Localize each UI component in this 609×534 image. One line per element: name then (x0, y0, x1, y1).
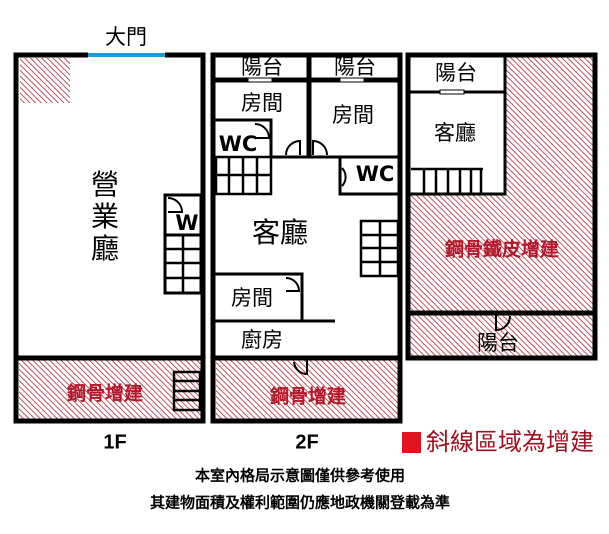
room-lower-label: 房間 (231, 286, 273, 310)
stairs (411, 167, 483, 194)
extension-label: 鋼骨鐵皮增建 (444, 238, 559, 261)
living-room-label: 客廳 (252, 216, 308, 249)
main-hall-label-3: 廳 (91, 232, 119, 265)
room-right-label: 房間 (332, 103, 374, 127)
legend-swatch (402, 432, 421, 453)
door-icon (254, 123, 271, 139)
door-icon (285, 277, 301, 292)
floor-label-1f: 1F (103, 431, 126, 453)
stairs (214, 155, 400, 278)
wc-label: W (175, 211, 198, 235)
extension-label: 鋼骨增建 (66, 382, 143, 405)
main-hall-label-2: 業 (91, 200, 119, 233)
door-icon (341, 167, 347, 187)
kitchen-label: 廚房 (241, 328, 283, 352)
main-hall-label-1: 營 (91, 168, 119, 201)
wc-right-label: WC (356, 162, 395, 186)
wc-left-label: WC (219, 132, 258, 156)
floor-3: 陽台 客廳 鋼骨鐵皮增建 陽台 (405, 52, 598, 361)
hatched-area (20, 58, 70, 103)
hatched-area (19, 360, 201, 419)
legend-text: 斜線區域為增建 (426, 428, 594, 456)
floor-label-2f: 2F (295, 431, 318, 453)
door-icon (495, 315, 511, 332)
entrance-label: 大門 (105, 25, 147, 49)
balcony-right-label: 陽台 (334, 55, 376, 79)
disclaimer-line-1: 本室內格局示意圖僅供參考使用 (195, 467, 405, 485)
door-icon (285, 139, 301, 156)
living-room-label: 客廳 (434, 121, 476, 145)
door-icon (312, 139, 328, 156)
door-icon (167, 197, 184, 213)
door-icon (293, 360, 308, 376)
balcony-bottom-label: 陽台 (477, 331, 519, 355)
extension-label: 鋼骨增建 (269, 385, 346, 408)
disclaimer-line-2: 其建物面積及權利範圍仍應地政機關登載為準 (150, 494, 450, 512)
room-left-label: 房間 (241, 91, 283, 115)
floor-1: W 營 業 廳 鋼骨增建 1F (13, 52, 206, 453)
balcony-top-label: 陽台 (435, 61, 477, 85)
balcony-left-label: 陽台 (241, 55, 283, 79)
floor-2: 陽台 陽台 房間 房間 WC WC 客廳 房間 廚房 鋼骨增建 2F (210, 52, 403, 453)
stairs (165, 235, 202, 412)
